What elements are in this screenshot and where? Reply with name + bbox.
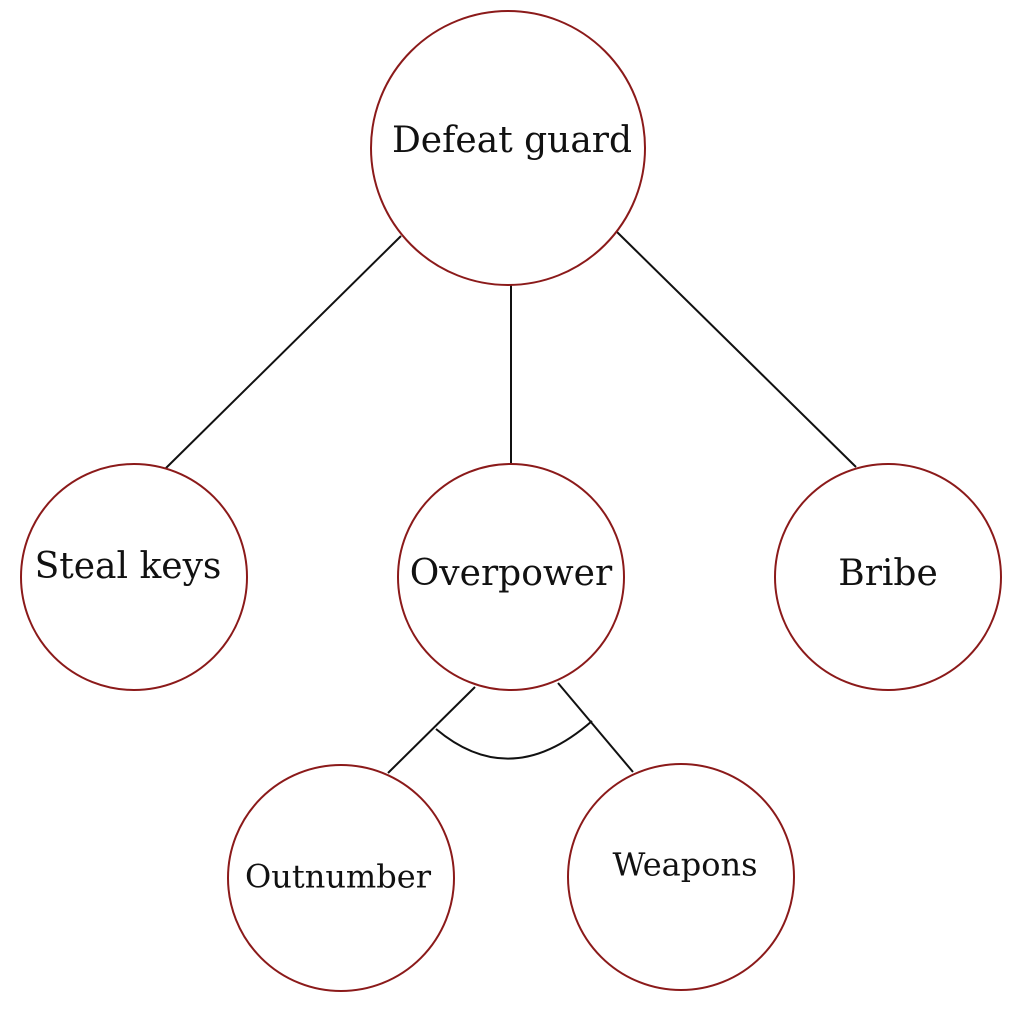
- edge-overpower-outnumber: [387, 686, 476, 774]
- node-bribe-label: Bribe: [838, 553, 938, 594]
- node-overpower-label: Overpower: [410, 553, 613, 594]
- node-overpower: Overpower: [397, 463, 625, 691]
- node-bribe-circle: [774, 463, 1002, 691]
- edge-overpower-weapons: [557, 682, 634, 773]
- node-bribe: Bribe: [774, 463, 1002, 691]
- edges-layer: [165, 231, 857, 774]
- node-defeat-guard: Defeat guard: [370, 10, 646, 286]
- edge-root-bribe: [616, 231, 857, 468]
- nodes-layer: Defeat guard Steal keys Overpower Bribe …: [20, 10, 1002, 992]
- node-steal-keys: Steal keys: [20, 463, 248, 691]
- node-outnumber-circle: [227, 764, 455, 992]
- and-arc-overpower: [435, 720, 593, 760]
- node-steal-keys-label: Steal keys: [35, 546, 222, 587]
- node-outnumber-label: Outnumber: [245, 858, 432, 896]
- edge-root-steal-keys: [165, 235, 402, 469]
- node-steal-keys-circle: [20, 463, 248, 691]
- node-weapons-circle: [567, 763, 795, 991]
- node-defeat-guard-label: Defeat guard: [392, 120, 632, 161]
- node-defeat-guard-circle: [370, 10, 646, 286]
- node-weapons: Weapons: [567, 763, 795, 991]
- node-overpower-circle: [397, 463, 625, 691]
- node-outnumber: Outnumber: [227, 764, 455, 992]
- node-weapons-label: Weapons: [612, 846, 757, 884]
